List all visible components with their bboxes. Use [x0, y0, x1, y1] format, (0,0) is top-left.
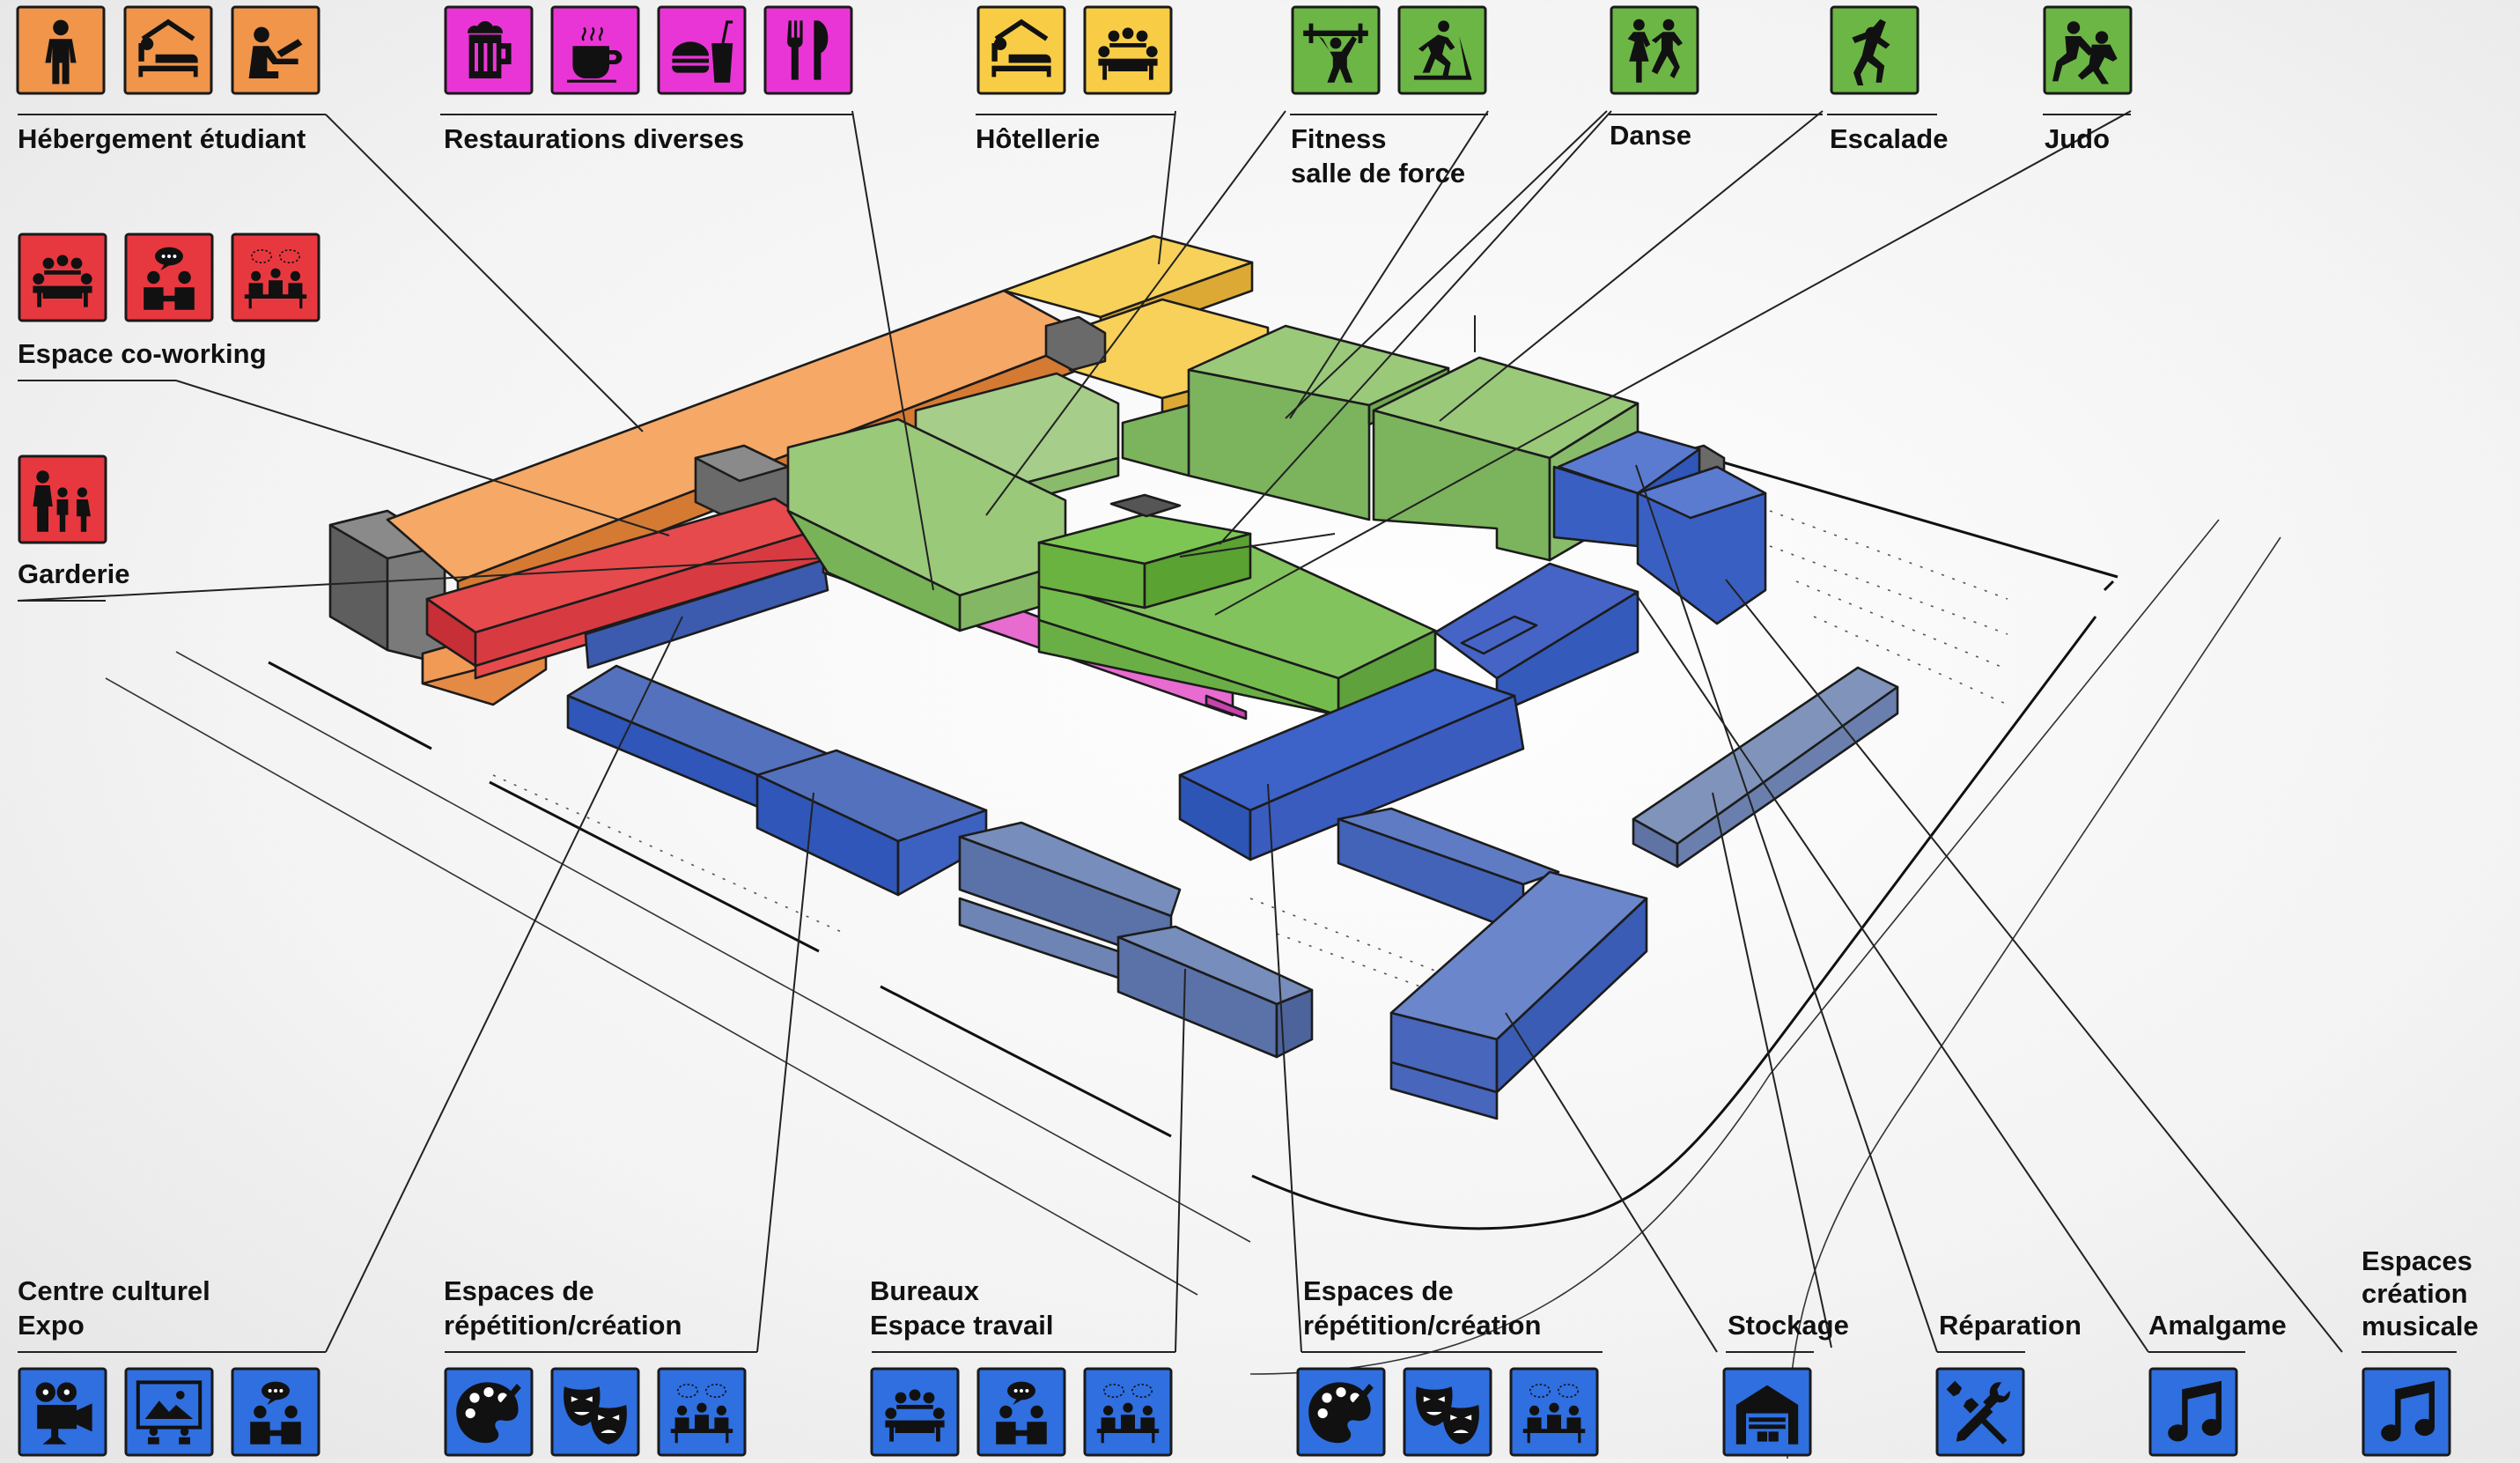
palette-icon: [444, 1367, 534, 1457]
meeting-table-icon: [870, 1367, 960, 1457]
meeting-table-icon: [1083, 5, 1173, 95]
desk-study-icon: [231, 5, 321, 95]
meeting-table-icon: [18, 233, 107, 322]
label-musicale-line1: Espaces: [2362, 1245, 2472, 1276]
fast-food-icon: [657, 5, 747, 95]
label-bureaux-line2: Espace travail: [870, 1310, 1054, 1341]
judo-icon: [2043, 5, 2133, 95]
climber-icon: [1830, 5, 1919, 95]
projector-icon: [18, 1367, 107, 1457]
label-culturel-line2: Expo: [18, 1310, 85, 1341]
label-amalgame: Amalgame: [2148, 1310, 2287, 1341]
label-judo: Judo: [2045, 123, 2110, 154]
treadmill-icon: [1397, 5, 1487, 95]
group-talk-icon: [1509, 1367, 1599, 1457]
music-note-icon: [2148, 1367, 2238, 1457]
label-repetition-a-line1: Espaces de: [444, 1275, 594, 1306]
label-stockage: Stockage: [1728, 1310, 1849, 1341]
discussion-icon: [231, 1367, 321, 1457]
discussion-icon: [976, 1367, 1066, 1457]
building-masses: [328, 234, 1899, 1120]
theatre-masks-icon: [550, 1367, 640, 1457]
label-coworking: Espace co-working: [18, 338, 267, 369]
fork-knife-icon: [763, 5, 853, 95]
theatre-masks-icon: [1403, 1367, 1492, 1457]
label-musicale-line2: création: [2362, 1278, 2468, 1309]
music-note-icon: [2362, 1367, 2451, 1457]
family-icon: [18, 454, 107, 544]
beer-mug-icon: [444, 5, 534, 95]
label-repetition-a-line2: répétition/création: [444, 1310, 682, 1341]
leader-lines: [17, 110, 2457, 1353]
labels: Hébergement étudiant Restaurations diver…: [18, 120, 2479, 1341]
bed-icon: [976, 5, 1066, 95]
label-repetition-b-line1: Espaces de: [1303, 1275, 1454, 1306]
label-reparation: Réparation: [1939, 1310, 2082, 1341]
label-escalade: Escalade: [1830, 123, 1948, 154]
dancers-icon: [1610, 5, 1699, 95]
group-talk-icon: [1083, 1367, 1173, 1457]
group-talk-icon: [657, 1367, 747, 1457]
exhibition-icon: [124, 1367, 214, 1457]
label-bureaux-line1: Bureaux: [870, 1275, 980, 1306]
tools-icon: [1935, 1367, 2025, 1457]
label-restaurations: Restaurations diverses: [444, 123, 744, 154]
label-hebergement: Hébergement étudiant: [18, 123, 306, 154]
group-talk-icon: [231, 233, 321, 322]
label-danse: Danse: [1610, 120, 1691, 151]
palette-icon: [1296, 1367, 1386, 1457]
label-garderie: Garderie: [18, 558, 130, 589]
warehouse-icon: [1722, 1367, 1812, 1457]
student-icon: [16, 5, 106, 95]
discussion-icon: [124, 233, 214, 322]
weightlifter-icon: [1291, 5, 1381, 95]
coffee-cup-icon: [550, 5, 640, 95]
label-culturel-line1: Centre culturel: [18, 1275, 210, 1306]
bed-icon: [123, 5, 213, 95]
label-hotellerie: Hôtellerie: [976, 123, 1100, 154]
label-repetition-b-line2: répétition/création: [1303, 1310, 1541, 1341]
label-fitness-line2: salle de force: [1291, 158, 1465, 188]
label-fitness-line1: Fitness: [1291, 123, 1387, 154]
label-musicale-line3: musicale: [2362, 1311, 2479, 1341]
